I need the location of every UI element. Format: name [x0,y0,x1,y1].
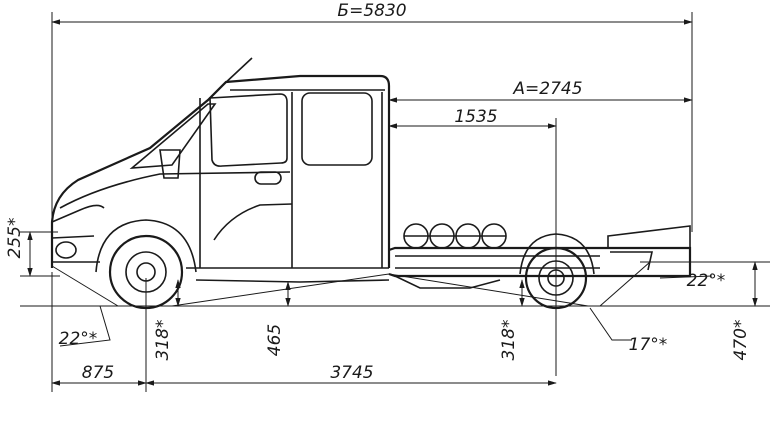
dimension-lines [20,12,770,392]
axle-offset-label: 1535 [454,107,497,127]
mid-clearance-label: 465 [265,324,285,356]
front-clearance-label: 318* [153,320,173,361]
rear-clearance-label: 318* [499,320,519,361]
dimension-labels: Б=5830 А=2745 1535 875 3745 255* 318* 46… [5,1,751,383]
body-length-label: А=2745 [512,79,582,99]
vehicle-outline [50,57,391,310]
rear-height-label: 470* [731,320,751,361]
approach-angle-label: 22°* [59,329,98,349]
front-overhang-label: 875 [82,363,114,383]
ramp-angle-label: 17°* [629,335,668,355]
front-height-label: 255* [5,218,25,259]
wheelbase-label: 3745 [330,363,373,383]
departure-angle-label: 22°* [687,271,726,291]
overall-length-label: Б=5830 [337,1,406,21]
